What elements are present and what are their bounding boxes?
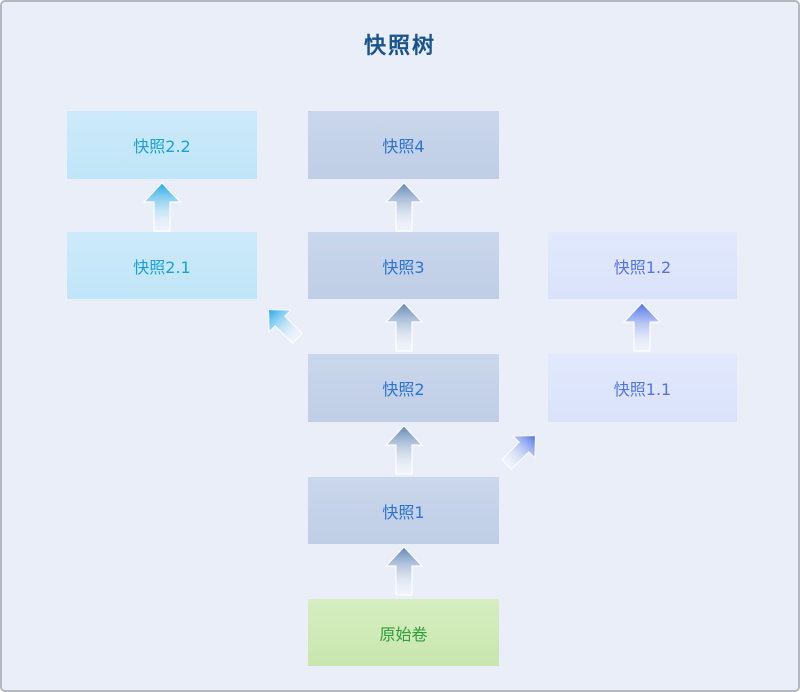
- node-label: 快照1.1: [613, 380, 672, 399]
- arrow-volume-to-snapshot1-icon: [384, 546, 424, 596]
- node-original-volume: 原始卷: [308, 599, 499, 666]
- arrow-snapshot1-to-snapshot2-icon: [384, 425, 424, 475]
- node-snapshot-2-1: 快照2.1: [67, 232, 257, 299]
- arrow-snapshot2-to-snapshot3-icon: [384, 302, 424, 352]
- arrow-snapshot1-to-snapshot11-icon: [494, 423, 548, 477]
- node-snapshot-2: 快照2: [308, 354, 499, 422]
- node-snapshot-4: 快照4: [308, 111, 499, 179]
- node-label: 快照4: [382, 137, 425, 156]
- node-snapshot-2-2: 快照2.2: [67, 111, 257, 179]
- node-snapshot-1-1: 快照1.1: [548, 354, 737, 422]
- arrow-snapshot21-to-snapshot22-icon: [142, 182, 182, 232]
- node-label: 快照2: [382, 380, 425, 399]
- node-label: 快照3: [382, 257, 425, 277]
- node-snapshot-3: 快照3: [308, 232, 499, 299]
- node-label: 快照1: [382, 502, 425, 522]
- node-snapshot-1: 快照1: [308, 477, 499, 544]
- node-label: 快照2.1: [133, 257, 191, 277]
- arrow-snapshot2-to-snapshot21-icon: [256, 297, 310, 351]
- node-label: 快照2.2: [133, 137, 191, 156]
- node-snapshot-1-2: 快照1.2: [548, 232, 737, 299]
- node-label: 快照1.2: [613, 257, 672, 277]
- arrow-snapshot11-to-snapshot12-icon: [622, 302, 662, 352]
- diagram-title: 快照树: [363, 34, 436, 59]
- arrow-snapshot3-to-snapshot4-icon: [384, 182, 424, 232]
- node-label: 原始卷: [379, 624, 428, 644]
